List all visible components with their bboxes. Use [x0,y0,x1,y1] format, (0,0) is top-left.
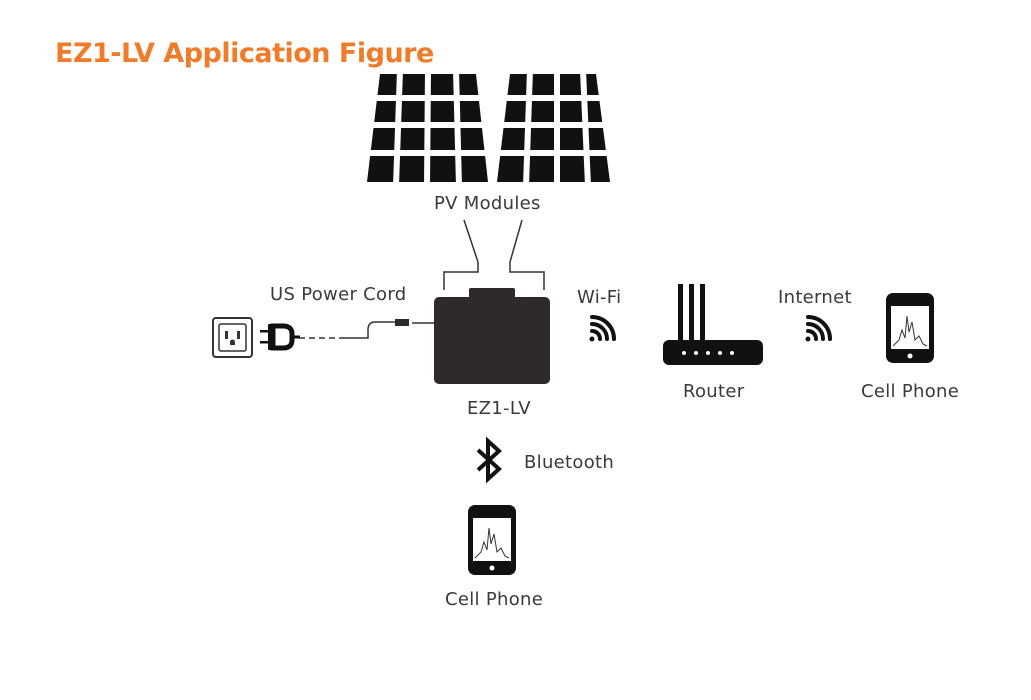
ac-cable [299,319,434,339]
solar-panel-icon [367,69,488,187]
cell-phone-bottom-label: Cell Phone [445,589,544,610]
outlet-icon [212,317,253,358]
router-icon [663,284,763,365]
us-power-cord-label: US Power Cord [270,284,407,305]
phone-icon [468,505,516,575]
plug-icon [260,323,300,351]
bluetooth-label: Bluetooth [524,452,615,473]
phone-icon [886,293,934,363]
wifi-icon [589,315,616,342]
internet-signal-icon [805,315,832,342]
pv-cables [443,219,545,290]
internet-label: Internet [778,287,852,308]
bluetooth-icon [476,436,502,484]
ez1lv-inverter [434,288,550,384]
wifi-label: Wi-Fi [577,287,622,308]
ez1lv-label: EZ1-LV [467,398,531,419]
router-label: Router [683,381,745,402]
cell-phone-right-label: Cell Phone [861,381,960,402]
pv-modules-label: PV Modules [434,193,541,214]
solar-panel-icon [497,69,610,187]
page-title: EZ1-LV Application Figure [55,38,434,69]
